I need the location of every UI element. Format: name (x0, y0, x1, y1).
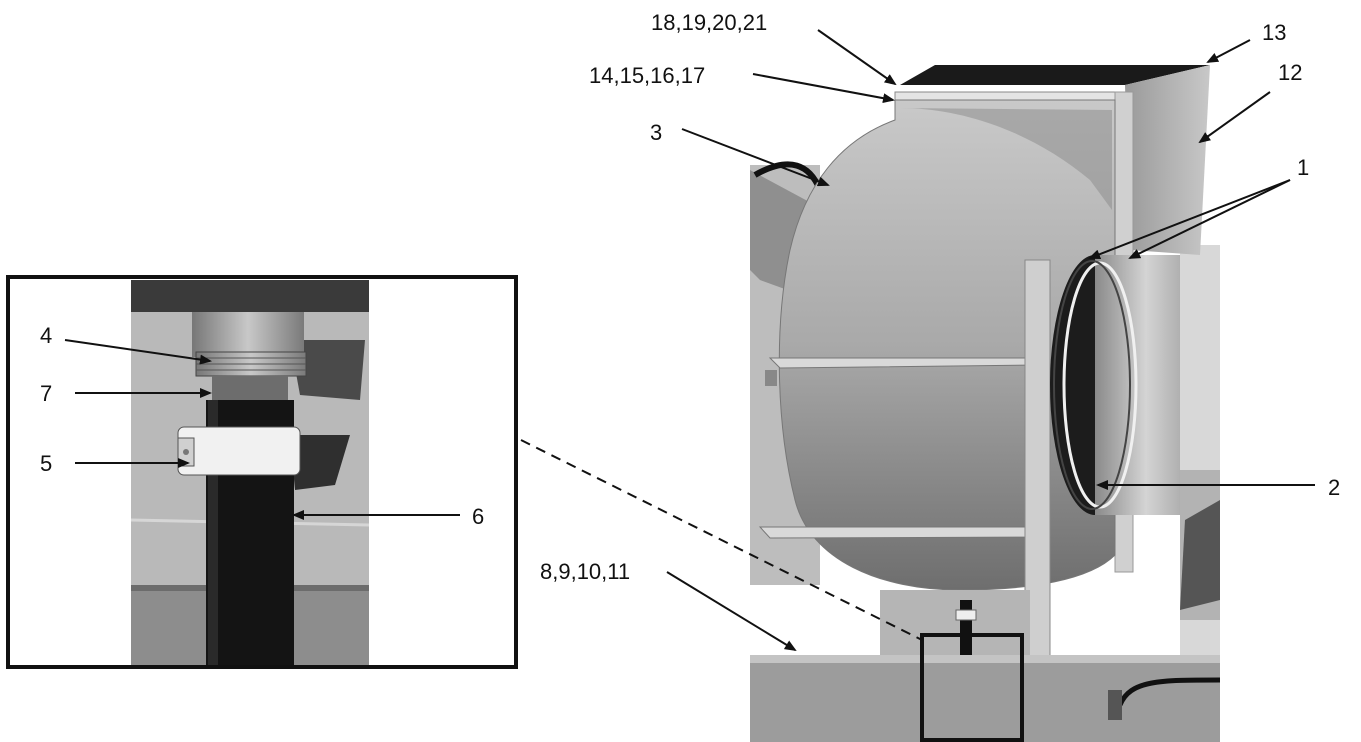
blower-illustration (750, 65, 1221, 742)
drain-hose-small (960, 600, 972, 655)
base-bracket (880, 590, 1030, 655)
bottom-cable (1117, 677, 1221, 707)
top-gasket (900, 65, 1210, 85)
arrow-1a (1088, 179, 1291, 260)
detail-region-box (920, 633, 1024, 742)
inset-rear-part (290, 340, 365, 400)
callout-7: 7 (40, 381, 52, 406)
inlet-ring-inner (1053, 260, 1131, 510)
callout-14-17: 14,15,16,17 (589, 63, 705, 88)
detail-leader-line (520, 439, 923, 641)
callout-labels: 18,19,20,21 13 14,15,16,17 12 3 1 2 8,9,… (40, 10, 1340, 584)
callout-1: 1 (1297, 155, 1309, 180)
arrow-18-21 (817, 29, 897, 86)
hose-clamp (177, 426, 301, 476)
callout-3: 3 (650, 120, 662, 145)
callout-6: 6 (472, 504, 484, 529)
callout-13: 13 (1262, 20, 1286, 45)
right-dark-grille (1180, 500, 1220, 610)
callout-12: 12 (1278, 60, 1302, 85)
base-plate (750, 655, 1220, 742)
arrow-12 (1198, 91, 1271, 144)
clamp-screw (183, 449, 189, 455)
callout-arrows (64, 29, 1315, 652)
rail-bolt (765, 370, 777, 386)
arrow-13 (1206, 39, 1251, 63)
base-edge (750, 655, 1220, 663)
arrow-1b (1128, 179, 1291, 259)
arrow-14-17 (752, 73, 895, 104)
arrow-4 (64, 339, 212, 365)
hose-highlight (208, 400, 218, 665)
callout-5: 5 (40, 451, 52, 476)
discharge-flange (894, 91, 1126, 101)
arrow-3 (681, 128, 830, 187)
callout-18-21: 18,19,20,21 (651, 10, 767, 35)
housing-shadow (900, 108, 1112, 210)
drain-clamp-small (955, 609, 977, 621)
bottom-connector (1108, 690, 1122, 720)
arrow-8-11 (666, 571, 797, 652)
callout-2: 2 (1328, 475, 1340, 500)
lower-support-rail (758, 526, 1052, 539)
callout-4: 4 (40, 323, 52, 348)
inset-top-plate (131, 280, 369, 312)
callout-8-11: 8,9,10,11 (540, 559, 630, 584)
discharge-side-panel (1125, 65, 1210, 255)
inset-drain-pan (290, 435, 350, 490)
drain-fitting-body (192, 312, 304, 357)
barb-fitting (212, 376, 288, 401)
inset-detail-view (6, 275, 518, 669)
